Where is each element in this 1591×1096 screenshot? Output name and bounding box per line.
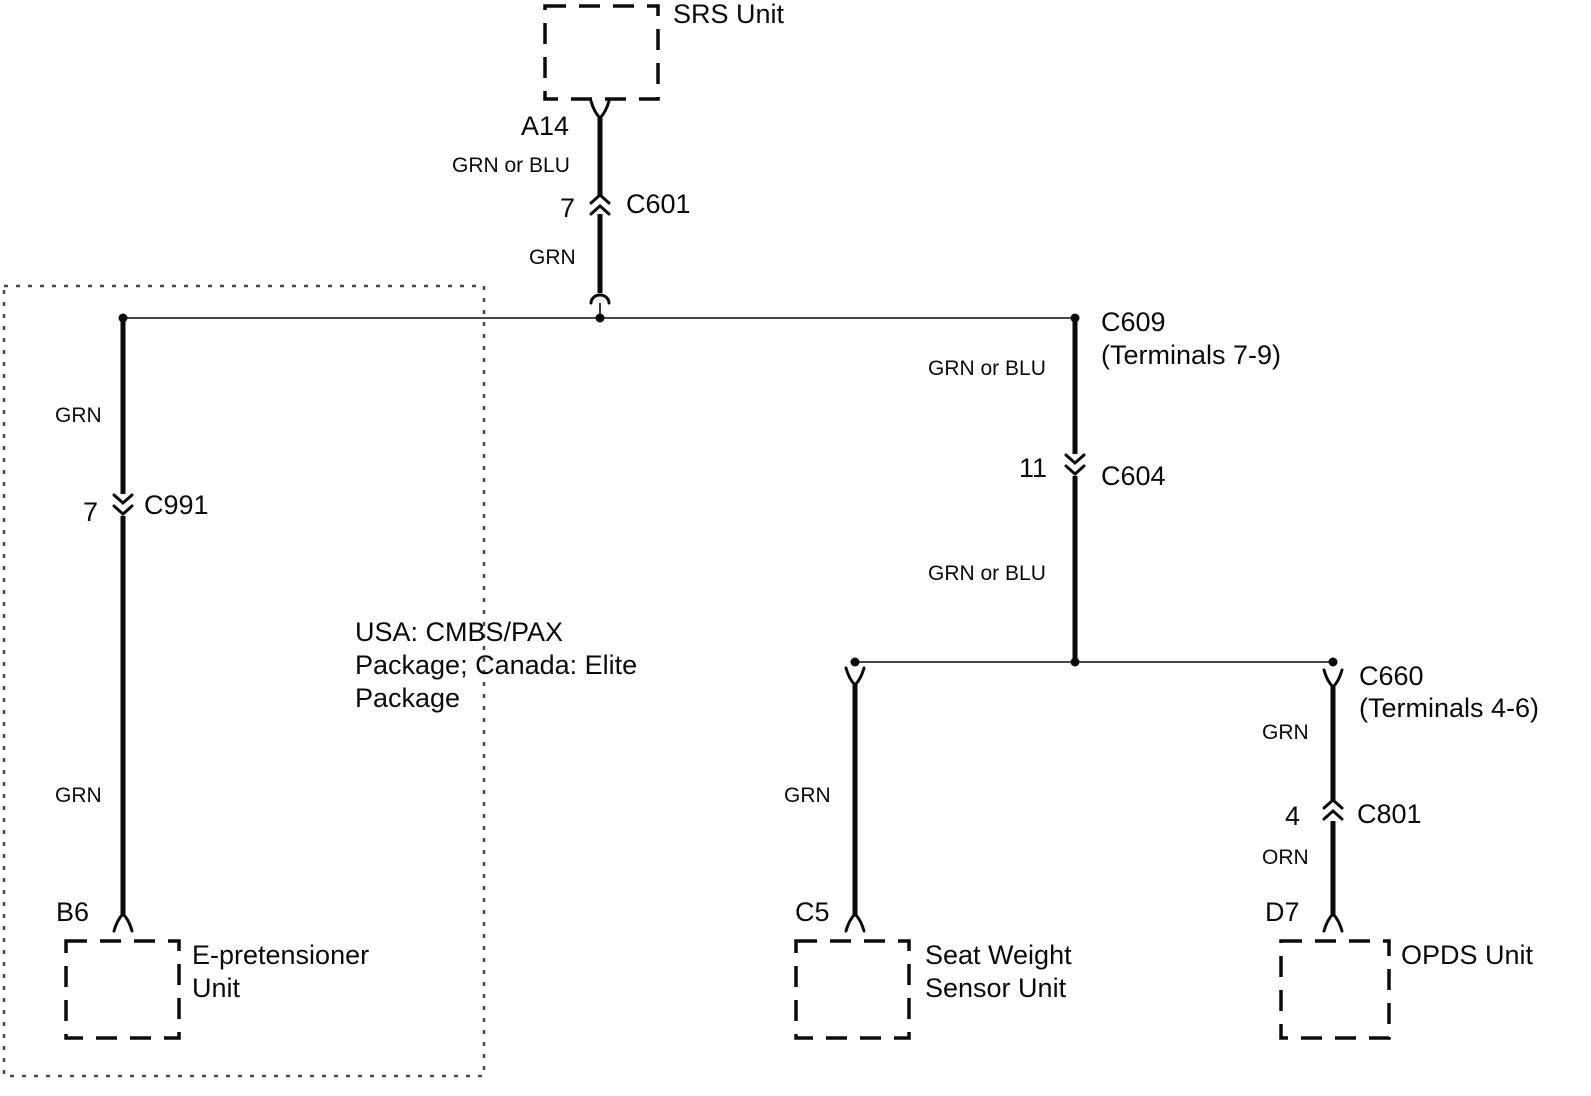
epretensioner-unit-label-line2: Unit: [192, 973, 241, 1003]
opds-unit-box: [1279, 939, 1391, 1040]
c601-pin-label: 7: [560, 193, 576, 223]
c604-pin-label: 11: [1019, 453, 1048, 483]
seat-weight-sensor-unit-box: [794, 939, 911, 1040]
connector-symbols: [112, 99, 1344, 933]
opds-unit-label: OPDS Unit: [1401, 940, 1534, 970]
c601-connector-icon: [589, 192, 611, 216]
c601-label: C601: [626, 189, 691, 219]
c5-connector-icon: [844, 912, 866, 933]
b6-connector-icon: [112, 912, 134, 933]
epretensioner-unit-box: [64, 939, 181, 1040]
c660-terminals-note: (Terminals 4-6): [1359, 693, 1540, 723]
c660-connector-icon: [1322, 668, 1344, 689]
epretensioner-unit-label-line1: E-pretensioner: [192, 940, 370, 970]
wire-color-label-c801-d7: ORN: [1262, 846, 1309, 869]
wire-color-label-a14-c601: GRN or BLU: [452, 154, 570, 177]
c991-pin-label: 7: [83, 497, 99, 527]
c801-connector-icon: [1322, 797, 1344, 821]
a14-connector-icon: [589, 99, 611, 120]
epretensioner-unit-label: E-pretensioner Unit: [192, 939, 369, 1005]
c801-label: C801: [1357, 799, 1422, 829]
srs-unit-label: SRS Unit: [673, 0, 785, 29]
wire-color-label-bus-c5: GRN: [784, 784, 831, 807]
package-note-line1: USA: CMBS/PAX: [355, 617, 564, 647]
package-note: USA: CMBS/PAX Package; Canada: Elite Pac…: [355, 616, 637, 715]
c609-label: C609: [1101, 307, 1166, 337]
d7-terminal-label: D7: [1265, 897, 1300, 927]
wire-color-label-c604-bus: GRN or BLU: [928, 562, 1046, 585]
c991-label: C991: [144, 490, 209, 520]
c660-label: C660: [1359, 661, 1424, 691]
c604-label: C604: [1101, 461, 1166, 491]
seat-branch-top-connector-icon: [844, 666, 866, 687]
c609-terminals-note: (Terminals 7-9): [1101, 340, 1282, 370]
c5-terminal-label: C5: [795, 897, 830, 927]
bus-drop-arc-icon: [589, 293, 611, 305]
seat-weight-sensor-unit-label-line1: Seat Weight: [925, 940, 1072, 970]
seat-weight-sensor-unit-label: Seat Weight Sensor Unit: [925, 939, 1072, 1005]
wire-color-label-c601-bus: GRN: [529, 246, 576, 269]
c801-pin-label: 4: [1285, 801, 1301, 831]
option-region-outline: [2, 284, 486, 1078]
b6-terminal-label: B6: [56, 897, 90, 927]
wire-color-label-bus-c991: GRN: [55, 404, 102, 427]
package-note-line2: Package; Canada: Elite: [355, 650, 638, 680]
c991-connector-icon: [112, 493, 134, 517]
c604-connector-icon: [1064, 453, 1086, 477]
wire-color-label-c609-c604: GRN or BLU: [928, 357, 1046, 380]
srs-unit-box: [543, 4, 660, 101]
junction-dots: [118, 313, 1338, 667]
package-note-line3: Package: [355, 683, 461, 713]
wire-segments: [120, 116, 1336, 916]
a14-terminal-label: A14: [521, 111, 570, 141]
wire-color-label-c660-c801: GRN: [1262, 721, 1309, 744]
d7-connector-icon: [1322, 912, 1344, 933]
seat-weight-sensor-unit-label-line2: Sensor Unit: [925, 973, 1067, 1003]
wire-color-label-c991-b6: GRN: [55, 784, 102, 807]
